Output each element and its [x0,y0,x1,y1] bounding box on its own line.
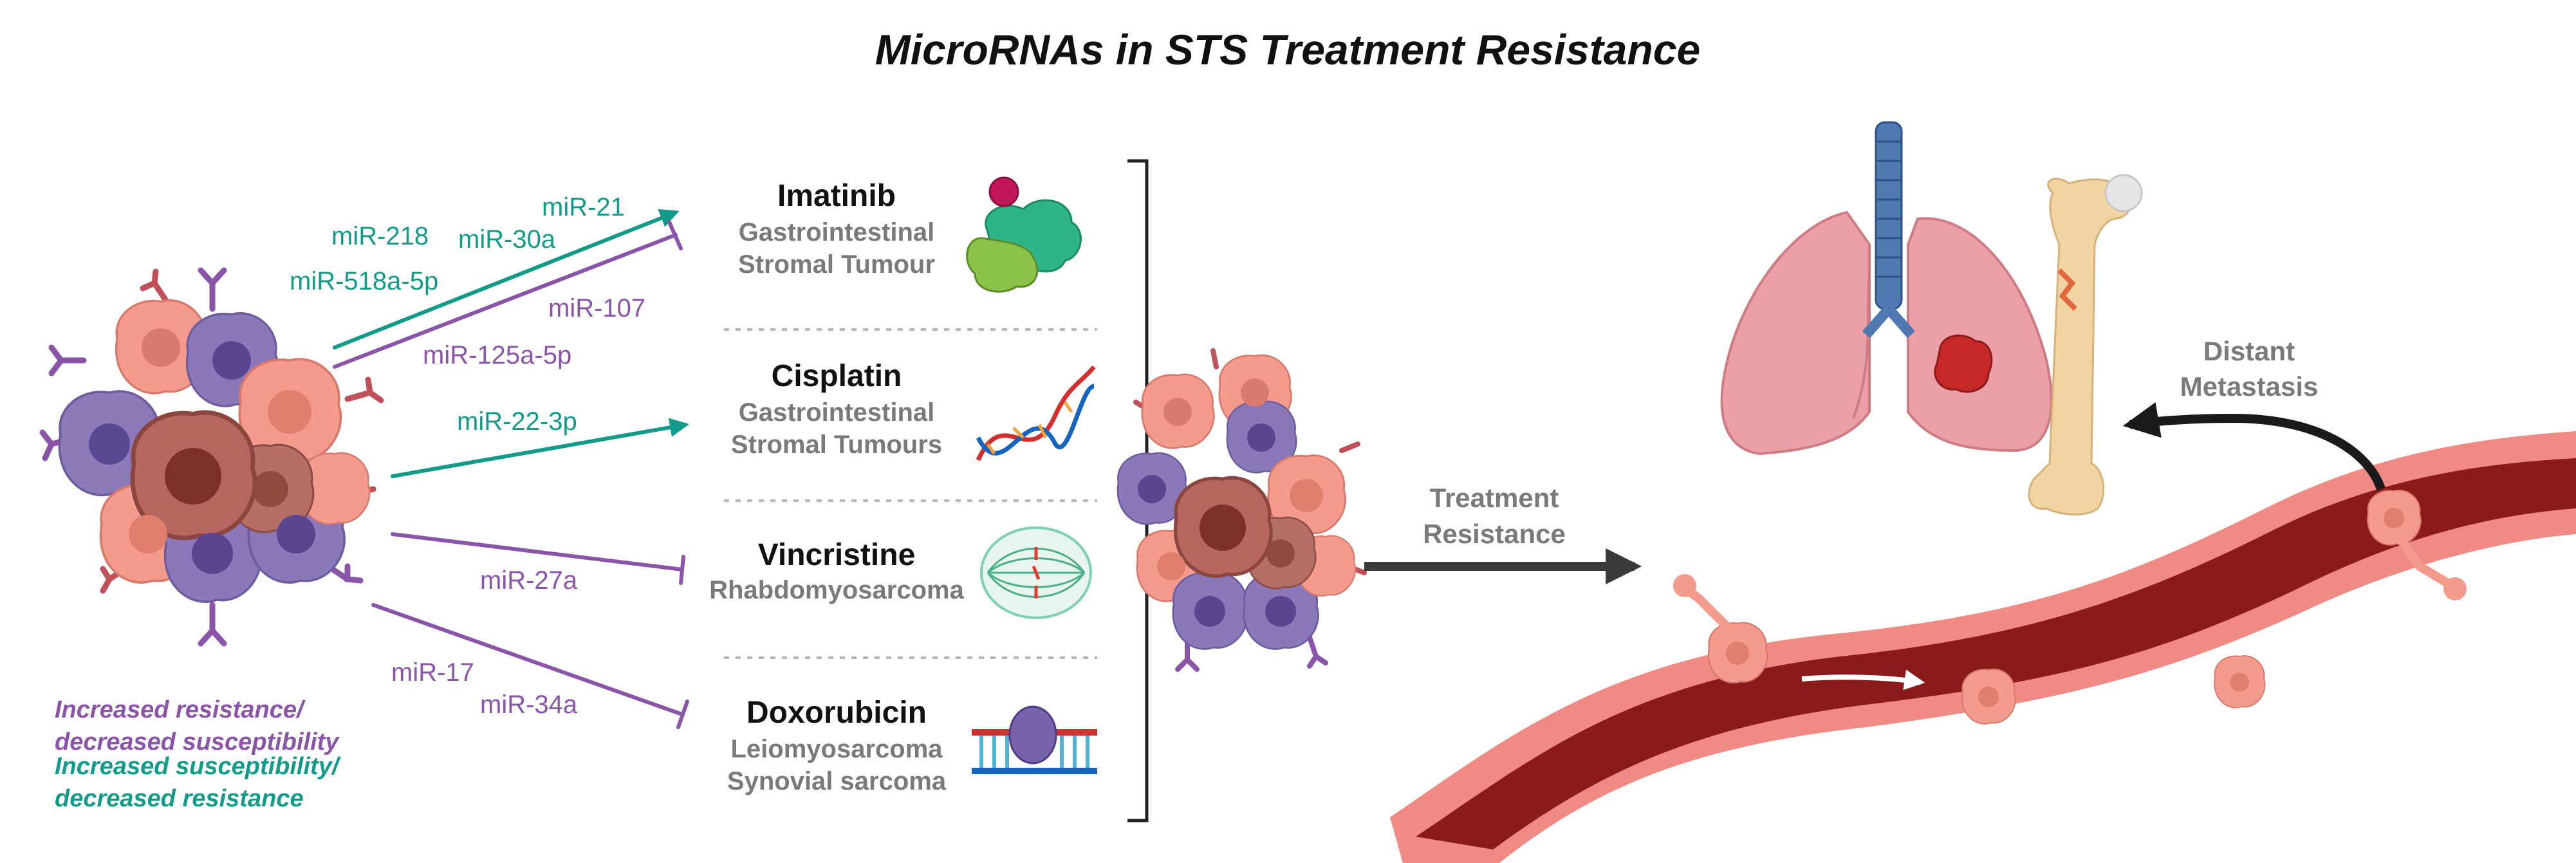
resistance-arrow-imatinib [333,233,678,369]
mirna-label: miR-27a [480,566,578,595]
trachea-icon [1875,121,1903,310]
mitotic-spindle-icon [980,526,1092,619]
drug-name: Vincristine [758,538,916,572]
distant-metastasis-flow: Distant Metastasis [2122,336,2386,491]
tumour-cell-cluster-left [39,267,384,647]
mirna-label: miR-218 [331,222,429,250]
drug-entry-doxorubicin: Doxorubicin Leiomyosarcoma Synovial sarc… [727,696,1097,795]
drug-panel: Imatinib Gastrointestinal Stromal Tumour… [709,159,1149,822]
legend-resistance-line2: decreased susceptibility [55,728,340,756]
drug-cancer-type: Synovial sarcoma [727,767,947,795]
resistance-arrow-doxorubicin [371,603,684,716]
mirna-arrows [333,209,689,729]
mirna-label: miR-107 [548,294,645,322]
dna-helix-icon [976,365,1096,461]
drug-entry-imatinib: Imatinib Gastrointestinal Stromal Tumour [738,176,1082,293]
mirna-label: miR-125a-5p [423,341,571,369]
treatment-resistance-label: Resistance [1423,519,1566,549]
drug-cancer-type: Rhabdomyosarcoma [709,576,964,604]
blood-vessel [1390,431,2576,863]
lung-tumour [1934,334,1993,393]
diagram-title: MicroRNAs in STS Treatment Resistance [875,26,1701,73]
drug-name: Doxorubicin [746,696,927,730]
mirna-labels: miR-218 miR-21 miR-30a miR-518a-5p miR-1… [290,193,645,719]
drug-cancer-type: Gastrointestinal [739,398,935,427]
legend-resistance-line1: Increased resistance/ [55,696,306,723]
susceptibility-arrow-cisplatin [391,418,689,478]
drug-cancer-type: Stromal Tumour [738,250,935,279]
distant-metastasis-label: Metastasis [2180,371,2319,402]
drug-cancer-type: Leiomyosarcoma [730,735,943,763]
mirna-label: miR-22-3p [457,407,577,436]
legend-susceptibility-line1: Increased susceptibility/ [55,753,341,780]
drug-entry-cisplatin: Cisplatin Gastrointestinal Stromal Tumou… [731,359,1096,461]
mirna-label: miR-17 [391,658,474,687]
femur-illustration [2028,174,2143,515]
drug-name: Cisplatin [772,359,902,393]
resistance-arrow-vincristine [391,532,684,571]
distant-metastasis-label: Distant [2203,336,2295,366]
dna-intercalation-icon [972,705,1097,774]
distant-metastasis-arrow [2122,402,2386,491]
treatment-resistance-label: Treatment [1430,483,1559,513]
drug-entry-vincristine: Vincristine Rhabdomyosarcoma [709,526,1092,619]
drug-name: Imatinib [777,179,896,213]
protein-complex-icon [966,176,1082,293]
legend-susceptibility-line2: decreased resistance [55,785,304,812]
mirna-label: miR-30a [458,225,556,254]
legend: Increased resistance/ decreased suscepti… [55,696,341,812]
mirna-label: miR-518a-5p [290,267,438,295]
lungs-illustration [1720,121,2053,456]
drug-cancer-type: Gastrointestinal [739,218,935,246]
drug-cancer-type: Stromal Tumours [731,431,942,459]
treatment-resistance-flow: Treatment Resistance [1364,483,1642,584]
mirna-label: miR-34a [480,691,578,719]
mirna-label: miR-21 [542,193,625,221]
tumour-cell-cluster-middle [1117,348,1367,672]
susceptibility-arrow-imatinib [333,209,680,349]
